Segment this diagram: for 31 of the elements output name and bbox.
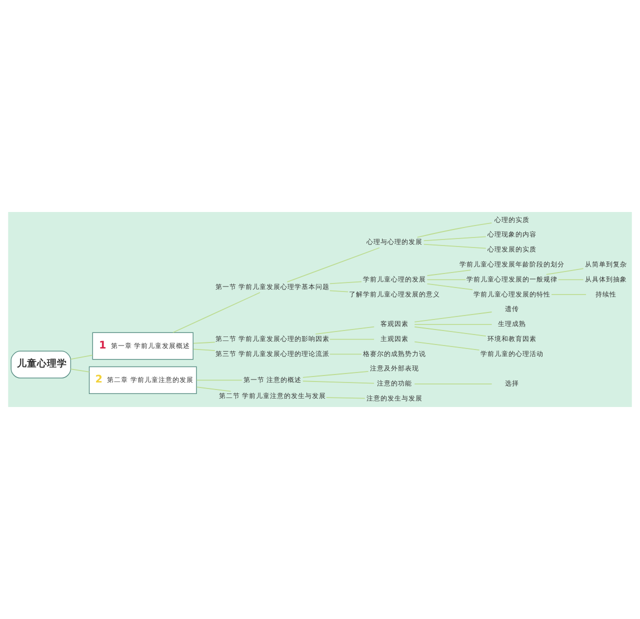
connector [70,354,93,360]
connector [302,370,369,378]
connector [70,368,90,372]
connector [329,338,375,340]
connector [193,342,216,344]
connector [329,354,362,355]
connector [546,268,584,275]
connector [329,290,349,292]
connector [426,270,472,276]
connector [414,326,486,336]
connector [414,324,492,325]
connector [196,386,232,392]
connector [558,279,584,280]
connector [329,281,362,284]
connector [416,222,492,238]
connector [193,348,216,351]
connector [423,244,486,249]
connector [426,279,466,280]
connector [315,326,375,334]
connector [414,341,480,350]
node-box: 儿童心理学 [10,350,72,378]
connector [423,236,486,242]
connector [326,397,366,399]
connector [551,294,586,296]
connector [302,380,374,384]
connector [414,312,492,322]
connector [196,380,242,381]
connector [414,383,492,384]
connector [286,247,380,282]
connector [426,283,473,290]
connector [172,292,260,333]
